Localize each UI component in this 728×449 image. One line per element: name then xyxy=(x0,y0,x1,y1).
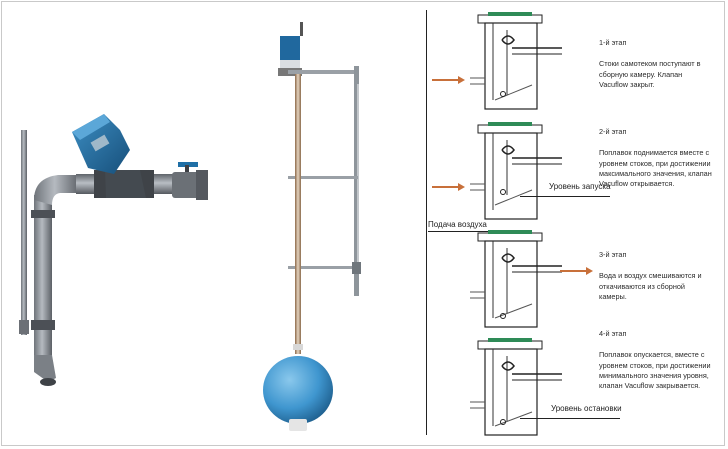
air-supply-label: Подача воздуха xyxy=(428,220,487,229)
air-supply-line xyxy=(428,231,488,232)
outflow-arrow-stage-3 xyxy=(560,267,593,275)
stage-3-title: 3-й этап xyxy=(599,250,627,260)
stage-1-title: 1-й этап xyxy=(599,38,627,48)
inflow-arrow-stage-1 xyxy=(432,76,465,84)
stage-3-description: Вода и воздух смешиваются и откачиваются… xyxy=(599,271,702,302)
stage-4-text: 4-й этап Поплавок опускается, вместе с у… xyxy=(599,319,721,392)
stage-2-text: 2-й этап Поплавок поднимается вместе с у… xyxy=(599,117,721,190)
stage-1-schematic xyxy=(470,12,562,110)
stage-1-text: 1-й этап Стоки самотеком поступают в сбо… xyxy=(599,28,719,90)
stage-3-schematic xyxy=(470,230,562,328)
stage-2-title: 2-й этап xyxy=(599,127,627,137)
stage-4-description: Поплавок опускается, вместе с уровнем ст… xyxy=(599,350,711,391)
stage-3-text: 3-й этап Вода и воздух смешиваются и отк… xyxy=(599,240,721,302)
stop-level-line xyxy=(520,418,620,419)
stage-1-description: Стоки самотеком поступают в сборную каме… xyxy=(599,59,701,90)
stage-4-schematic xyxy=(470,338,562,436)
float-sensor-photo xyxy=(263,22,361,431)
stage-2-description: Поплавок поднимается вместе с уровнем ст… xyxy=(599,148,712,189)
stage-4-title: 4-й этап xyxy=(599,329,627,339)
vacuum-valve-photo xyxy=(19,114,208,386)
stage-2-schematic xyxy=(470,122,562,220)
start-level-label: Уровень запуска xyxy=(549,182,611,191)
inflow-arrow-stage-2 xyxy=(432,183,465,191)
divider-line xyxy=(426,10,427,435)
stop-level-label: Уровень остановки xyxy=(551,404,622,413)
start-level-line xyxy=(520,196,610,197)
